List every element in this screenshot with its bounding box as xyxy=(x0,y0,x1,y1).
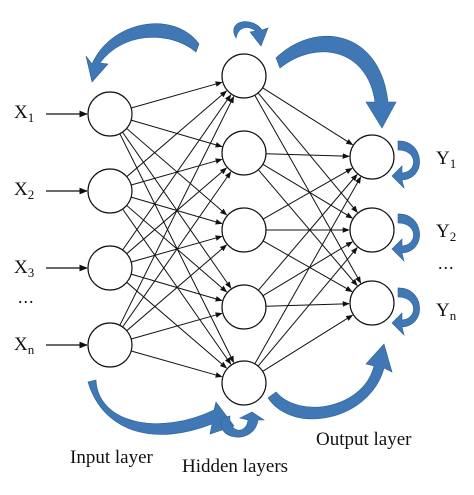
recurrent-arrow-input-top xyxy=(85,23,200,83)
input-neuron-4 xyxy=(87,322,133,368)
connection-l1-1-0 xyxy=(265,153,350,159)
hidden-neuron-2 xyxy=(221,130,267,176)
connection-l1-3-1 xyxy=(262,241,353,297)
input-neuron-2 xyxy=(87,168,133,214)
output-neuron-2 xyxy=(349,207,395,253)
recurrent-arrow-output-1 xyxy=(391,140,420,189)
output-label-yn: Yn xyxy=(436,300,457,323)
hidden-neuron-5 xyxy=(221,360,267,406)
input-label-xn: Xn xyxy=(14,334,35,357)
connection-l1-0-0 xyxy=(262,87,354,146)
connection-l0-2-0 xyxy=(122,94,232,251)
output-label-y2: Y2 xyxy=(436,221,457,244)
connection-l1-2-2 xyxy=(262,240,353,293)
connection-l1-2-0 xyxy=(262,167,353,220)
flow-arrows xyxy=(85,21,420,438)
connection-l0-1-0 xyxy=(126,90,228,178)
recurrent-arrow-hidden-bottom xyxy=(220,411,265,438)
connection-l1-3-0 xyxy=(257,173,358,291)
input-label-x2: X2 xyxy=(14,179,35,202)
connection-l1-1-2 xyxy=(257,169,358,287)
connection-l1-1-1 xyxy=(262,163,353,219)
input-label-x1: X1 xyxy=(14,102,35,125)
hidden-neuron-3 xyxy=(221,207,267,253)
connection-l1-4-1 xyxy=(257,247,358,367)
connection-l0-3-4 xyxy=(131,350,223,378)
connection-l0-1-4 xyxy=(122,208,232,365)
flow-arrow-input-bottom xyxy=(87,379,235,435)
connection-l1-3-2 xyxy=(265,301,350,307)
output-neuron-1 xyxy=(349,134,395,180)
hidden-neuron-4 xyxy=(221,284,267,330)
connection-l0-0-0 xyxy=(131,81,223,109)
output-layer-label: Output layer xyxy=(316,429,412,450)
recurrent-arrow-output-n xyxy=(391,287,420,336)
connection-l1-0-2 xyxy=(254,94,362,284)
connection-l0-3-0 xyxy=(119,95,235,326)
input-arrows xyxy=(46,110,88,349)
connection-l0-0-4 xyxy=(119,133,235,364)
nodes xyxy=(87,53,395,406)
flow-arrow-hidden-to-output xyxy=(275,35,397,129)
output-ellipsis: ... xyxy=(438,253,455,273)
connection-l1-4-0 xyxy=(254,176,362,365)
input-label-x3: X3 xyxy=(14,257,35,280)
connections xyxy=(119,81,362,378)
output-neuron-3 xyxy=(349,280,395,326)
connection-l1-4-2 xyxy=(262,314,354,372)
connection-l0-3-2 xyxy=(126,244,228,332)
input-neuron-3 xyxy=(87,245,133,291)
input-layer-label: Input layer xyxy=(70,447,153,468)
input-neuron-1 xyxy=(87,91,133,137)
hidden-layers-label: Hidden layers xyxy=(182,456,289,477)
connection-l0-3-1 xyxy=(122,171,232,328)
hidden-neuron-1 xyxy=(221,53,267,99)
recurrent-arrow-hidden-top xyxy=(233,21,269,47)
connection-l0-3-3 xyxy=(131,312,223,340)
recurrent-arrow-output-2 xyxy=(391,213,420,262)
output-label-y1: Y1 xyxy=(436,148,457,171)
connection-l1-0-1 xyxy=(257,92,358,213)
input-ellipsis: ... xyxy=(18,287,35,307)
connection-l0-2-4 xyxy=(126,281,228,369)
flow-arrow-output-bottom xyxy=(267,343,393,420)
